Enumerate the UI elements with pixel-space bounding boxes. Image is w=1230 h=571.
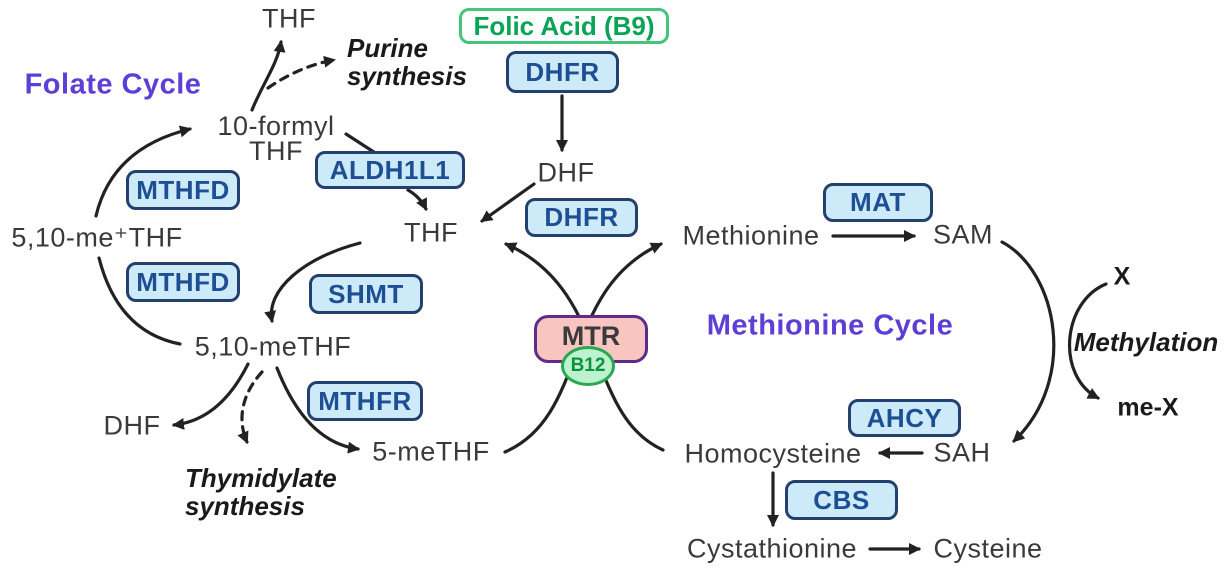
arc-sam-to-sah [1000,240,1056,443]
arrow-formylthf-to-thf-top [250,40,286,112]
arrow-methylenethf-to-dhf [172,362,250,430]
annotation-purine-synthesis: Purine synthesis [347,34,467,90]
metabolite-homocysteine: Homocysteine [684,438,862,469]
enzyme-mthfd-lower-box: MTHFD [126,262,240,302]
metabolite-10-formyl-thf-line1: 10-formyl [217,111,335,141]
metabolite-thf-top: THF [262,3,316,34]
arc-methenylthf-to-methylenethf [97,256,182,346]
product-me-x: me-X [1117,393,1179,422]
enzyme-mthfd-upper-box: MTHFD [126,170,240,210]
arc-methenylthf-to-formylthf [94,125,192,218]
folic-acid-b9-box: Folic Acid (B9) [459,8,669,44]
enzyme-ahcy-box: AHCY [848,399,961,437]
arc-x-to-mex-methylation [1068,282,1108,400]
enzyme-cbs-box: CBS [785,480,898,520]
annotation-purine-line1: Purine [347,33,428,63]
folate-cycle-title: Folate Cycle [24,68,202,101]
metabolite-dhf-bottom: DHF [103,410,161,441]
metabolite-methionine: Methionine [682,220,820,251]
metabolite-5-10-methylene-thf: 5,10-meTHF [194,331,352,362]
metabolite-10-formyl-thf-line2: THF [249,136,303,166]
enzyme-mthfr-box: MTHFR [307,381,423,421]
substrate-x: X [1113,262,1131,291]
metabolite-dhf-top: DHF [537,157,595,188]
metabolite-cysteine: Cysteine [933,533,1043,564]
metabolite-sah: SAH [933,437,991,468]
enzyme-dhfr-right-box: DHFR [525,198,638,237]
enzyme-shmt-box: SHMT [309,274,423,314]
arc-shmt-thf-to-methylenethf [264,241,362,323]
cofactor-b12-ellipse: B12 [561,346,615,386]
metabolite-thf-center: THF [404,217,458,248]
enzyme-aldh1l1-box: ALDH1L1 [315,151,465,189]
arrow-dashed-thymidylate-synthesis [237,370,264,444]
metabolite-sam: SAM [932,219,994,250]
metabolite-cystathionine: Cystathionine [686,533,858,564]
annotation-methylation: Methylation [1073,327,1219,357]
arrow-aldh1l1-to-thf [406,188,428,211]
arc-mthfr-to-methylthf [275,366,360,454]
enzyme-mat-box: MAT [823,183,933,222]
metabolite-5-methyl-thf: 5-meTHF [372,436,490,467]
annotation-thymidylate-line1: Thymidylate [185,463,337,493]
enzyme-dhfr-top-box: DHFR [506,51,619,93]
metabolite-5-10-methenyl-thf: 5,10-me⁺THF [11,222,183,253]
annotation-thymidylate-line2: synthesis [185,491,305,521]
annotation-thymidylate-synthesis: Thymidylate synthesis [185,464,337,520]
arrow-dashed-purine-synthesis [266,55,336,90]
metabolite-10-formyl-thf: 10-formyl THF [217,111,335,166]
arrow-dhf-to-thf [480,182,536,223]
methionine-cycle-title: Methionine Cycle [706,309,954,342]
annotation-purine-line2: synthesis [347,61,467,91]
